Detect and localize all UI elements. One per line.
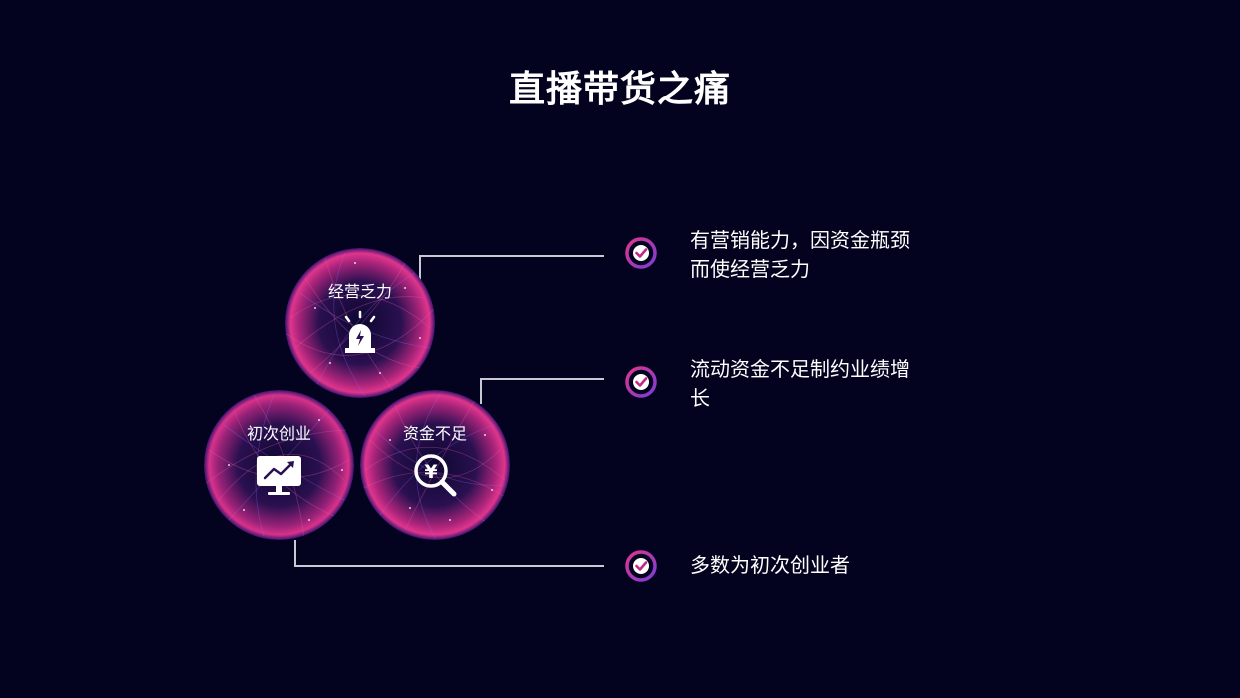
- check-circle-icon: [625, 550, 657, 582]
- orb-texture: [360, 390, 510, 540]
- orb-label: 经营乏力: [327, 282, 392, 301]
- check-circle-icon: [625, 366, 657, 398]
- trend-monitor-icon: [257, 456, 301, 495]
- pain-point-3: 多数为初次创业者: [624, 549, 944, 583]
- yuan-magnifier-icon: ¥: [414, 454, 457, 497]
- check-circle-icon: [625, 237, 657, 269]
- orb-label: 资金不足: [402, 424, 467, 443]
- pain-point-text: 多数为初次创业者: [690, 553, 850, 577]
- alarm-light-icon: [344, 310, 376, 353]
- orb-texture: [285, 248, 435, 398]
- orb-operation: 经营乏力: [285, 248, 435, 398]
- orb-first-startup: 初次创业: [204, 390, 354, 540]
- pain-point-2: 流动资金不足制约业绩增长: [624, 357, 944, 413]
- connector-line-2: [480, 378, 604, 404]
- svg-text:¥: ¥: [424, 461, 437, 483]
- pain-point-text: 有营销能力，因资金瓶颈而使经营乏力: [690, 228, 910, 281]
- connector-line-1: [419, 255, 604, 285]
- orb-capital-shortage: 资金不足 ¥: [360, 390, 510, 540]
- orb-label: 初次创业: [246, 424, 311, 443]
- slide-title: 直播带货之痛: [508, 69, 731, 110]
- pain-point-text: 流动资金不足制约业绩增长: [690, 357, 910, 410]
- pain-point-1: 有营销能力，因资金瓶颈而使经营乏力: [624, 228, 944, 284]
- connector-line-3: [294, 540, 604, 567]
